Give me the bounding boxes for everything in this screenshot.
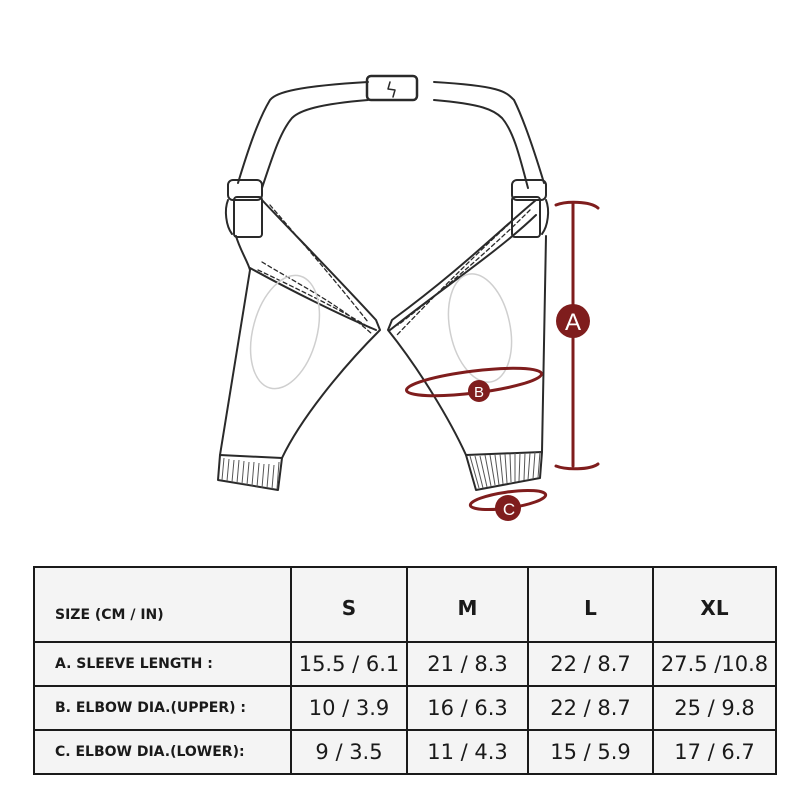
- size-header-xl: XL: [652, 566, 777, 643]
- table-cell: 9 / 3.5: [290, 729, 408, 775]
- marker-c: C: [495, 495, 521, 521]
- table-cell: 11 / 4.3: [406, 729, 529, 775]
- row-label-elbow-upper: B. ELBOW DIA.(UPPER) :: [33, 685, 292, 731]
- table-header-row: SIZE (CM / IN) S M L XL: [33, 566, 777, 643]
- size-header-s: S: [290, 566, 408, 643]
- table-cell: 15.5 / 6.1: [290, 641, 408, 687]
- elbow-brace-diagram: A B C: [217, 74, 600, 521]
- size-header-m: M: [406, 566, 529, 643]
- table-cell: 16 / 6.3: [406, 685, 529, 731]
- table-cell: 21 / 8.3: [406, 641, 529, 687]
- table-cell: 22 / 8.7: [527, 641, 654, 687]
- table-cell: 15 / 5.9: [527, 729, 654, 775]
- row-label-sleeve-length: A. SLEEVE LENGTH :: [33, 641, 292, 687]
- table-cell: 22 / 8.7: [527, 685, 654, 731]
- table-cell: 27.5 /10.8: [652, 641, 777, 687]
- marker-a: A: [556, 304, 590, 338]
- marker-b-label: B: [474, 384, 484, 401]
- marker-c-label: C: [503, 500, 515, 519]
- sleeve-illustration: A B C: [217, 74, 600, 521]
- table-cell: 10 / 3.9: [290, 685, 408, 731]
- table-row: C. ELBOW DIA.(LOWER): 9 / 3.5 11 / 4.3 1…: [33, 729, 777, 775]
- size-unit-header: SIZE (CM / IN): [33, 566, 292, 643]
- size-header-l: L: [527, 566, 654, 643]
- size-chart-table: SIZE (CM / IN) S M L XL A. SLEEVE LENGTH…: [33, 566, 777, 775]
- table-row: B. ELBOW DIA.(UPPER) : 10 / 3.9 16 / 6.3…: [33, 685, 777, 731]
- marker-b: B: [468, 380, 490, 402]
- row-label-elbow-lower: C. ELBOW DIA.(LOWER):: [33, 729, 292, 775]
- marker-a-label: A: [565, 309, 581, 336]
- table-row: A. SLEEVE LENGTH : 15.5 / 6.1 21 / 8.3 2…: [33, 641, 777, 687]
- table-cell: 25 / 9.8: [652, 685, 777, 731]
- table-cell: 17 / 6.7: [652, 729, 777, 775]
